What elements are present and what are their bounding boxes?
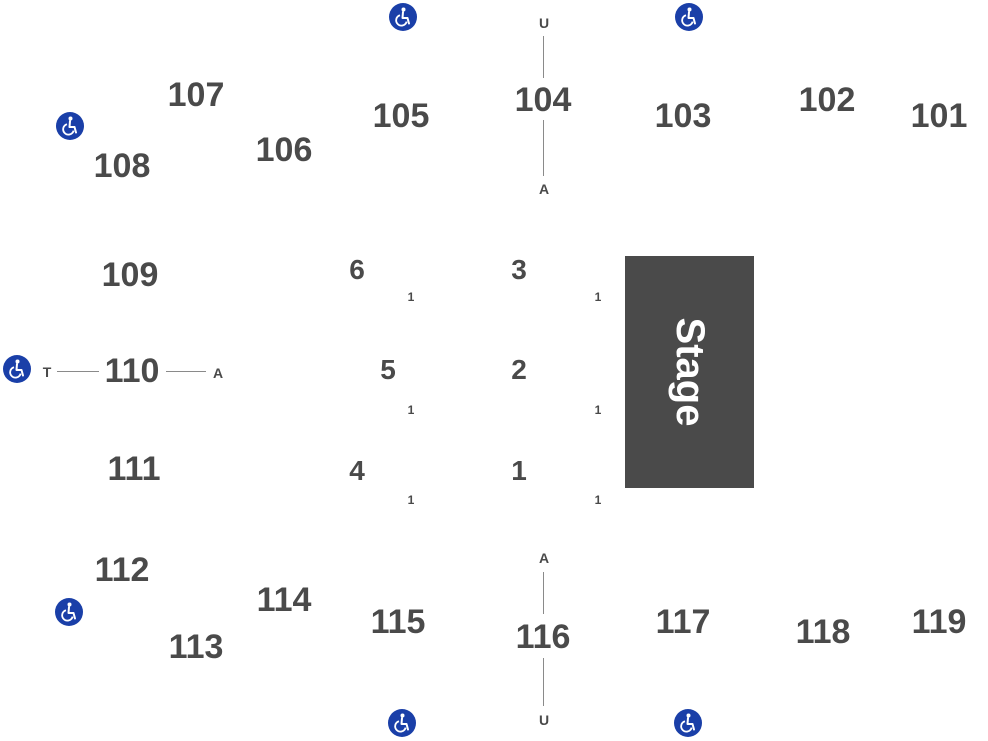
floor-section-4[interactable]: 4 xyxy=(349,455,365,486)
row-range-line xyxy=(543,120,544,176)
section-119[interactable]: 119 xyxy=(911,603,967,641)
section-102[interactable]: 102 xyxy=(798,81,856,119)
section-109[interactable]: 109 xyxy=(101,256,159,294)
row-range-line xyxy=(543,658,544,706)
row-marker-u-top: U xyxy=(538,15,550,31)
section-110[interactable]: 110 xyxy=(104,352,160,390)
row-marker-1: 1 xyxy=(594,403,602,417)
row-marker-1: 1 xyxy=(407,290,415,304)
row-range-line xyxy=(166,371,206,372)
row-marker-1: 1 xyxy=(594,493,602,507)
wheelchair-icon[interactable] xyxy=(3,355,31,383)
section-105[interactable]: 105 xyxy=(372,97,430,135)
section-111[interactable]: 111 xyxy=(107,450,161,488)
section-104[interactable]: 104 xyxy=(514,81,572,119)
row-range-line xyxy=(543,572,544,614)
section-107[interactable]: 107 xyxy=(167,76,225,114)
wheelchair-icon[interactable] xyxy=(56,112,84,140)
row-marker-1: 1 xyxy=(407,493,415,507)
floor-section-1[interactable]: 1 xyxy=(511,455,527,486)
row-marker-t-left: T xyxy=(42,364,52,380)
section-106[interactable]: 106 xyxy=(255,131,313,169)
wheelchair-icon[interactable] xyxy=(675,3,703,31)
floor-section-2[interactable]: 2 xyxy=(511,354,527,385)
row-range-line xyxy=(543,36,544,78)
section-113[interactable]: 113 xyxy=(168,628,224,666)
stage: Stage xyxy=(625,256,754,488)
section-103[interactable]: 103 xyxy=(654,97,712,135)
row-marker-a-left: A xyxy=(212,365,224,381)
section-108[interactable]: 108 xyxy=(93,147,151,185)
section-116[interactable]: 116 xyxy=(515,618,571,656)
wheelchair-icon[interactable] xyxy=(674,709,702,737)
section-115[interactable]: 115 xyxy=(370,603,426,641)
section-118[interactable]: 118 xyxy=(795,613,851,651)
row-marker-a-bottom: A xyxy=(538,550,550,566)
row-marker-1: 1 xyxy=(407,403,415,417)
wheelchair-icon[interactable] xyxy=(55,598,83,626)
stage-label: Stage xyxy=(667,317,712,427)
floor-section-6[interactable]: 6 xyxy=(349,254,365,285)
wheelchair-icon[interactable] xyxy=(388,709,416,737)
row-marker-a-top: A xyxy=(538,181,550,197)
floor-section-3[interactable]: 3 xyxy=(511,254,527,285)
row-range-line xyxy=(57,371,99,372)
floor-section-5[interactable]: 5 xyxy=(380,354,396,385)
row-marker-u-bottom: U xyxy=(538,712,550,728)
wheelchair-icon[interactable] xyxy=(389,3,417,31)
section-101[interactable]: 101 xyxy=(910,97,968,135)
section-112[interactable]: 112 xyxy=(94,551,150,589)
row-marker-1: 1 xyxy=(594,290,602,304)
section-117[interactable]: 117 xyxy=(655,603,711,641)
section-114[interactable]: 114 xyxy=(256,581,312,619)
